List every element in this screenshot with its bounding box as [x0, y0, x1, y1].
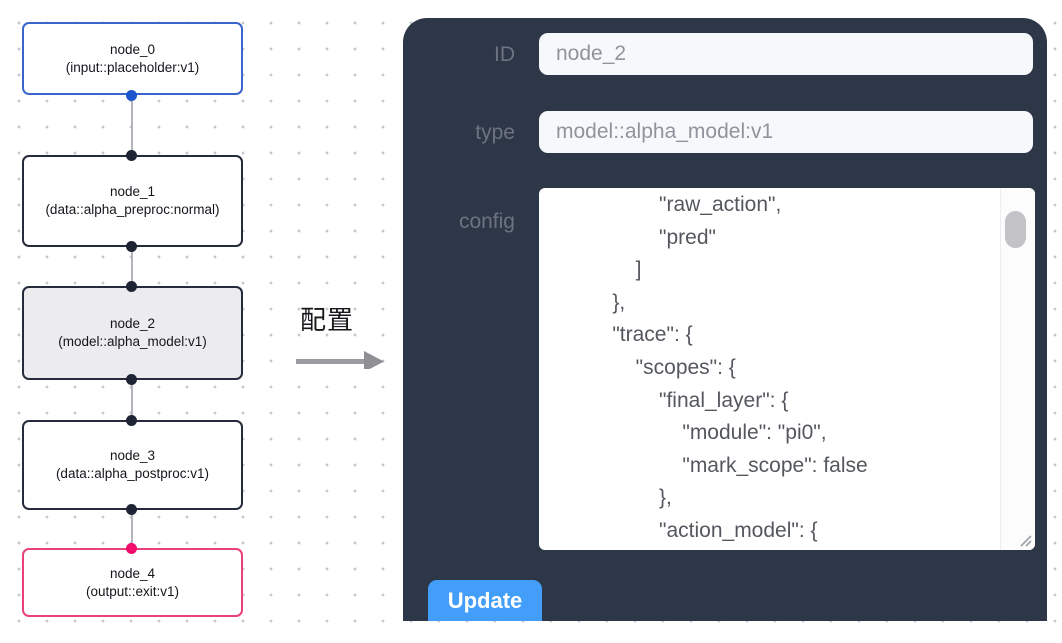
config-textarea[interactable]: "raw_action", "pred" ] }, "trace": { "sc…	[539, 188, 1035, 550]
edge-node3-node4	[131, 509, 133, 549]
flow-node-node_2-selected[interactable]: node_2(model::alpha_model:v1)	[22, 286, 243, 380]
input-handle-node_1[interactable]	[126, 149, 137, 161]
node-config-panel: ID type config "raw_action", "pred" ] },…	[403, 18, 1047, 621]
output-handle-node_3[interactable]	[126, 503, 137, 515]
type-input[interactable]	[539, 111, 1033, 153]
edge-node2-node3	[131, 379, 133, 421]
node-label: node_2(model::alpha_model:v1)	[58, 316, 207, 349]
node-label: node_0(input::placeholder:v1)	[65, 41, 200, 75]
input-handle-node_2[interactable]	[126, 280, 137, 292]
type-field-label: type	[475, 121, 515, 144]
config-annotation: 配置	[294, 300, 386, 369]
flow-node-node_4[interactable]: node_4(output::exit:v1)	[22, 548, 243, 617]
config-field-label: config	[458, 210, 515, 233]
node-label: node_3(data::alpha_postproc:v1)	[55, 448, 210, 481]
edge-node0-node1	[131, 95, 133, 156]
input-handle-node_3[interactable]	[126, 414, 137, 426]
resize-handle-icon[interactable]	[1017, 532, 1033, 548]
id-field-label: ID	[494, 43, 515, 66]
output-handle-node_2[interactable]	[126, 373, 137, 385]
output-handle-node_0[interactable]	[126, 89, 137, 101]
flow-node-node_1[interactable]: node_1(data::alpha_preproc:normal)	[22, 155, 243, 247]
flow-node-node_0[interactable]: node_0(input::placeholder:v1)	[22, 22, 243, 95]
config-json-text: "raw_action", "pred" ] }, "trace": { "sc…	[612, 193, 868, 542]
input-handle-node_4[interactable]	[126, 542, 137, 554]
node-label: node_4(output::exit:v1)	[85, 565, 180, 599]
id-input[interactable]	[539, 33, 1033, 75]
output-handle-node_1[interactable]	[126, 240, 137, 252]
update-button[interactable]: Update	[428, 580, 542, 621]
config-annotation-label: 配置	[300, 305, 355, 335]
edge-node1-node2	[131, 246, 133, 288]
flow-node-node_3[interactable]: node_3(data::alpha_postproc:v1)	[22, 420, 243, 510]
node-label: node_1(data::alpha_preproc:normal)	[45, 184, 220, 217]
right-arrow-icon	[296, 351, 384, 369]
config-scrollbar-thumb[interactable]	[1005, 211, 1026, 248]
config-scrollbar-track[interactable]	[1000, 188, 1035, 550]
